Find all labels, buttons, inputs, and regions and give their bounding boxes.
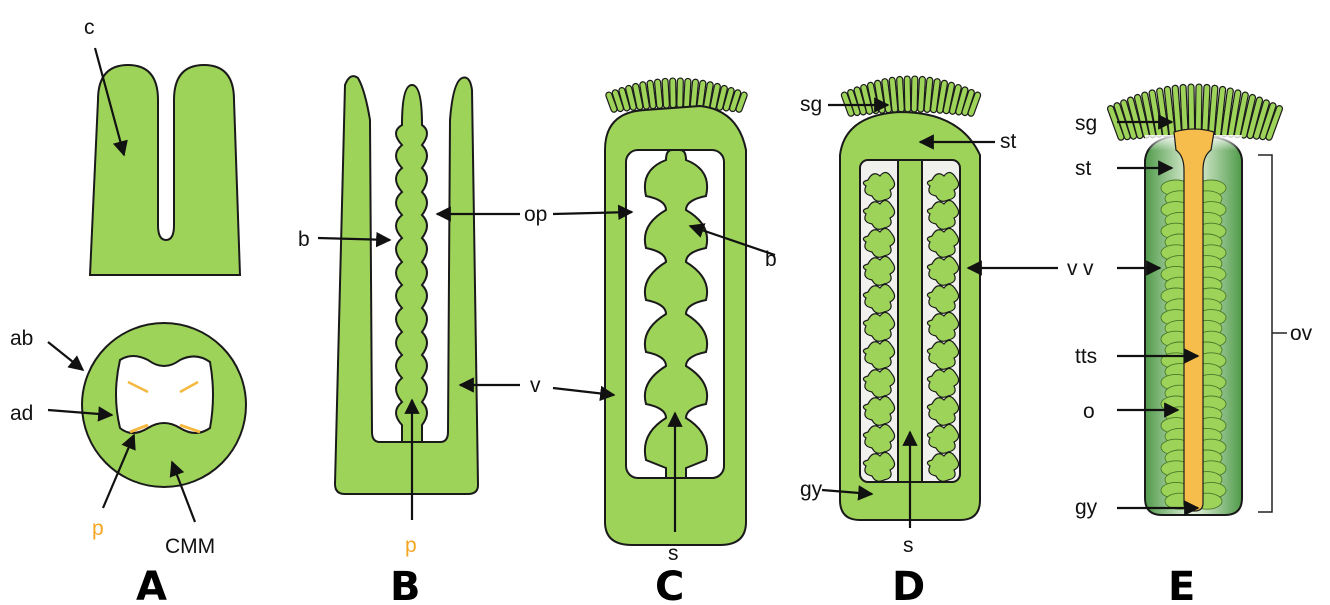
label-v-e: v [1083, 257, 1094, 280]
panel-b-diagram [335, 76, 478, 494]
stigma-gland [677, 78, 684, 108]
central-placenta [396, 85, 427, 442]
label-s-d: s [903, 534, 914, 557]
label-cmm: CMM [165, 535, 215, 558]
label-p-b: p [405, 534, 417, 557]
stigma-gland [911, 76, 918, 112]
stigma-gland [904, 76, 911, 112]
ovary-bracket [1258, 155, 1272, 512]
ovary-cavity [116, 356, 213, 433]
stigma-glands-d [841, 76, 982, 117]
label-gy-d: gy [800, 478, 823, 501]
label-v-d: v [1067, 257, 1078, 280]
panel-label-e: E [1168, 564, 1195, 605]
label-sg-d: sg [800, 93, 822, 116]
stigma-gland [670, 78, 677, 108]
label-c: c [84, 16, 95, 39]
panel-label-a: A [136, 564, 167, 605]
panel-label-d: D [892, 564, 925, 605]
label-o-e: o [1083, 400, 1095, 423]
label-ab: ab [10, 327, 33, 350]
label-sg-e: sg [1075, 112, 1097, 135]
label-st-d: st [1000, 130, 1017, 153]
label-ov-e: ov [1290, 322, 1313, 345]
label-op: op [524, 203, 547, 226]
label-st-e: st [1075, 157, 1092, 180]
stigma-gland [662, 78, 670, 108]
stigma-gland [1195, 84, 1202, 136]
label-ad: ad [10, 402, 33, 425]
panel-c-diagram [605, 78, 748, 545]
panel-label-c: C [655, 564, 684, 605]
label-p: p [92, 517, 104, 540]
label-s-c: s [668, 542, 679, 565]
label-tts-e: tts [1075, 345, 1097, 368]
panel-a-diagram [82, 65, 246, 487]
label-gy-e: gy [1075, 496, 1098, 519]
label-b-c: b [765, 248, 777, 271]
stigma-gland [897, 76, 905, 112]
panel-label-b: B [390, 564, 421, 605]
label-v: v [530, 374, 541, 397]
stigma-gland [1188, 84, 1195, 136]
carpel-longitudinal [90, 65, 240, 275]
panel-e-diagram [1107, 84, 1284, 515]
label-b: b [298, 228, 310, 251]
